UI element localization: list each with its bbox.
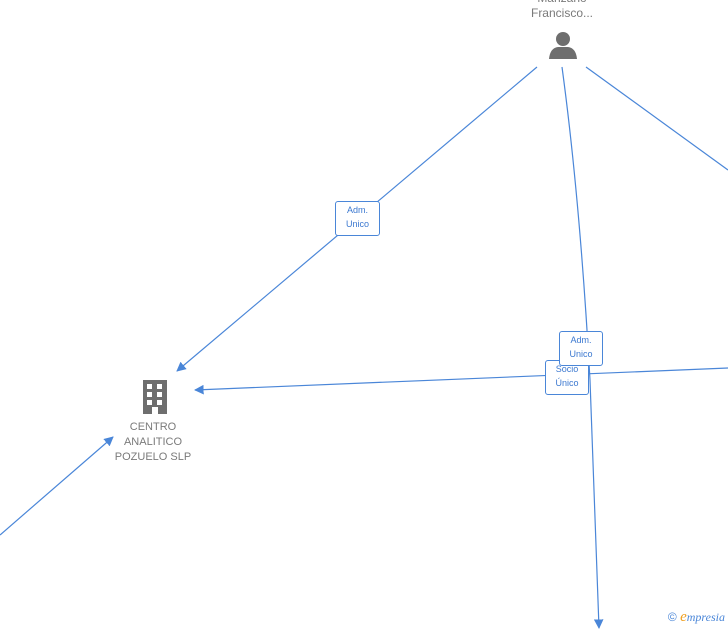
company-node-label[interactable]: CENTRO ANALITICO POZUELO SLP — [100, 420, 206, 465]
empresia-logo: empresia — [680, 609, 725, 625]
company-name-line1: CENTRO — [129, 421, 177, 433]
empresia-watermark: © empresia — [668, 609, 725, 626]
company-name-line2: ANALITICO — [123, 436, 183, 448]
building-icon[interactable] — [140, 380, 170, 414]
copyright-icon: © — [667, 610, 677, 624]
person-icon[interactable] — [548, 30, 578, 60]
edge-bottomleft-to-company — [0, 436, 114, 536]
person-node-label[interactable]: Manzano Francisco... — [510, 0, 614, 21]
edge-label-adm-unico-2[interactable]: Adm. Unico — [559, 331, 603, 366]
company-name-line3: POZUELO SLP — [114, 451, 192, 463]
edge-person-to-right — [585, 66, 728, 171]
edge-right-to-company — [194, 367, 728, 395]
person-name-line2: Francisco... — [530, 6, 593, 20]
edge-label-adm-unico-1[interactable]: Adm. Unico — [335, 201, 380, 236]
person-name-line1: Manzano — [510, 0, 614, 6]
